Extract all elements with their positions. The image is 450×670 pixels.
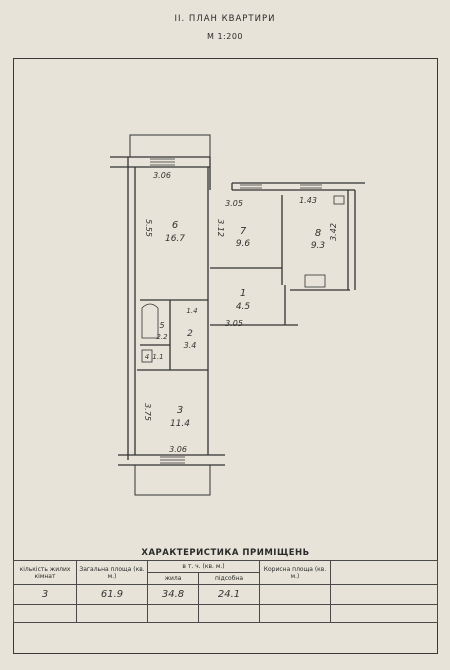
plan-windows [150, 158, 322, 464]
room-area: 2.2 [156, 333, 168, 341]
room-number: 8 [315, 228, 321, 239]
plan-fixtures [141, 195, 345, 363]
scale-label: М 1:200 [207, 32, 243, 41]
header-including: в т. ч. (кв. м.) [147, 560, 260, 573]
room-area: 9.6 [236, 239, 251, 249]
dimension-label: 3.05 [225, 199, 243, 208]
value-useful-area [259, 584, 331, 605]
dimension-label: 3.12 [216, 219, 225, 237]
header-blank [330, 560, 438, 585]
value-living: 34.8 [147, 584, 199, 605]
room-area: 11.4 [170, 419, 190, 429]
dimension-label: 3.06 [169, 445, 187, 454]
dimension-label: 3.06 [153, 171, 171, 180]
value-rooms: 3 [13, 584, 77, 605]
value-blank [330, 584, 438, 605]
dimension-label: 1.43 [299, 196, 317, 205]
room-number: 3 [177, 405, 183, 416]
dimension-label: 1.4 [186, 307, 197, 315]
empty-cell [330, 604, 438, 623]
document-frame [13, 58, 438, 654]
header-total-area: Загальна площа (кв. м.) [76, 560, 148, 585]
room-number: 4 [145, 353, 149, 361]
header-rooms: кількість жилих кімнат [13, 560, 77, 585]
dimension-label: 3.75 [143, 403, 152, 421]
dimension-labels: 3.06 3.05 1.43 3.05 3.06 1.4 5.55 3.12 3… [143, 171, 338, 454]
empty-cell [198, 604, 260, 623]
header-auxiliary: підсобна [198, 572, 260, 585]
room-number: 2 [187, 329, 193, 339]
dimension-label: 3.42 [329, 223, 338, 241]
room-area: 4.5 [236, 302, 251, 312]
room-labels: 6 16.7 7 9.6 8 9.3 1 4.5 5 2.2 2 3.4 4 1… [145, 220, 326, 429]
section-title: II. ПЛАН КВАРТИРИ [174, 14, 276, 24]
room-number: 6 [172, 220, 178, 231]
value-total-area: 61.9 [76, 584, 148, 605]
empty-cell [259, 604, 331, 623]
empty-cell [147, 604, 199, 623]
dimension-label: 3.05 [225, 319, 243, 328]
room-area: 9.3 [311, 241, 326, 251]
characteristics-title: ХАРАКТЕРИСТИКА ПРИМІЩЕНЬ [141, 548, 310, 558]
room-number: 5 [159, 321, 164, 330]
header-useful-area: Корисна площа (кв. м.) [259, 560, 331, 585]
room-number: 7 [240, 226, 247, 237]
empty-cell [76, 604, 148, 623]
header-living: жила [147, 572, 199, 585]
room-area: 1.1 [152, 353, 163, 361]
dimension-label: 5.55 [144, 219, 153, 237]
plan-walls [110, 134, 365, 496]
empty-cell [13, 604, 77, 623]
room-number: 1 [240, 288, 246, 299]
room-area: 16.7 [165, 234, 185, 244]
room-area: 3.4 [184, 341, 197, 350]
value-auxiliary: 24.1 [198, 584, 260, 605]
characteristics-table: кількість жилих кімнат Загальна площа (к… [13, 560, 438, 623]
